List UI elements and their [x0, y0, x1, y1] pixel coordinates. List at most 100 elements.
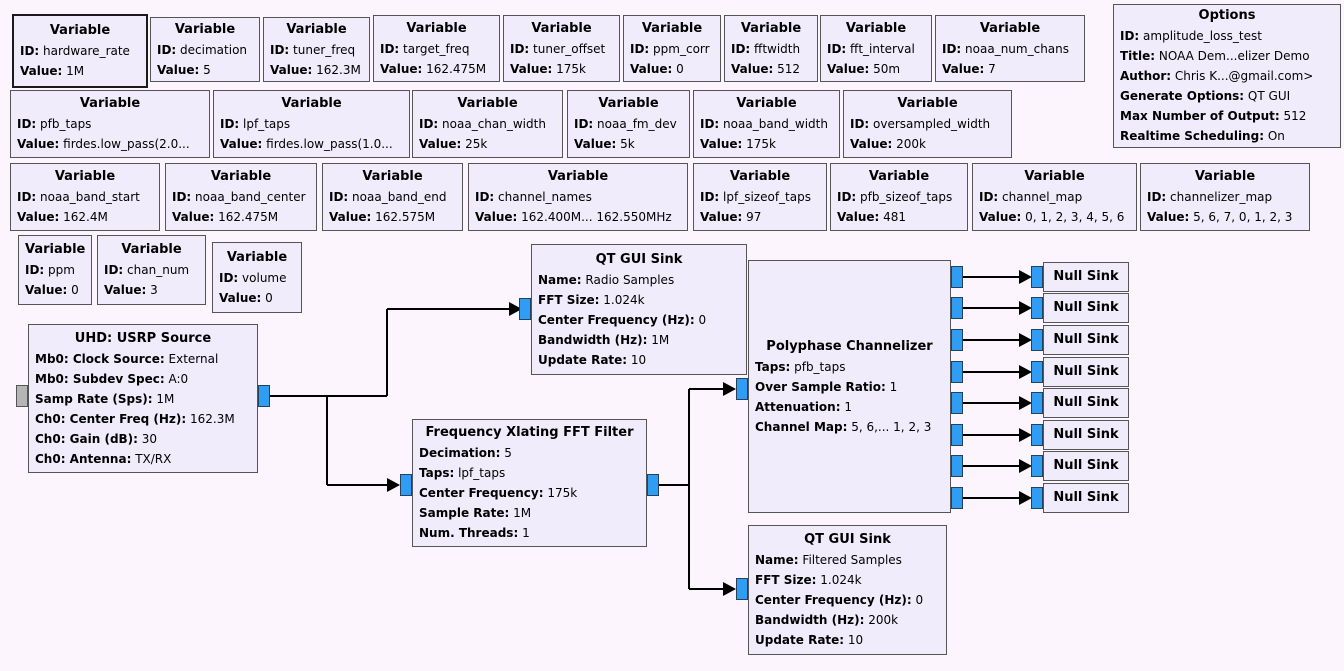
qt-gui-sink-filtered-samples-left-port[interactable] [736, 578, 748, 600]
param-key: Taps: [419, 466, 455, 480]
null-sink-2-left-port[interactable] [1031, 297, 1043, 319]
param-key: Decimation: [419, 446, 501, 460]
param-key: ID: [219, 270, 239, 285]
block-title: Variable [979, 20, 1041, 36]
frequency-xlating-fft-filter-right-port[interactable] [647, 474, 659, 496]
block-title: Variable [210, 169, 272, 184]
null-sink-8-left-port[interactable] [1031, 487, 1043, 509]
block-null-sink-3[interactable]: Null Sink [1043, 325, 1129, 355]
block-title: Null Sink [1053, 395, 1119, 410]
block-title: Variable [362, 169, 423, 184]
block-title: Variable [868, 169, 930, 184]
block-null-sink-4[interactable]: Null Sink [1043, 357, 1129, 387]
param-line: Ch0: Antenna: TX/RX [35, 449, 251, 469]
block-null-sink-2[interactable]: Null Sink [1043, 293, 1129, 323]
polyphase-channelizer-right-port[interactable] [951, 487, 963, 509]
block-null-sink-6[interactable]: Null Sink [1043, 420, 1129, 450]
param-key: ID: [20, 44, 40, 58]
null-sink-7-left-port[interactable] [1031, 455, 1043, 477]
qt-gui-sink-radio-samples-left-port[interactable] [519, 298, 531, 320]
param-line: Value: 0 [630, 59, 714, 79]
polyphase-channelizer-right-port[interactable] [951, 455, 963, 477]
polyphase-channelizer-right-port[interactable] [951, 361, 963, 383]
param-value: NOAA Dem...elizer Demo [1155, 49, 1310, 63]
block-null-sink-7[interactable]: Null Sink [1043, 451, 1129, 481]
param-key: Value: [380, 61, 423, 76]
frequency-xlating-fft-filter-left-port[interactable] [400, 474, 412, 496]
null-sink-3-left-port[interactable] [1031, 329, 1043, 351]
null-sink-5-left-port[interactable] [1031, 392, 1043, 414]
polyphase-channelizer-right-port[interactable] [951, 329, 963, 351]
polyphase-channelizer-right-port[interactable] [951, 424, 963, 446]
param-key: Bandwidth (Hz): [755, 613, 865, 627]
polyphase-channelizer-left-port[interactable] [736, 378, 748, 400]
connection-wire-segment [962, 434, 1019, 436]
block-title: Variable [286, 21, 347, 37]
param-key: Value: [837, 210, 880, 224]
polyphase-channelizer-right-port[interactable] [951, 392, 963, 414]
param-key: Value: [827, 61, 870, 76]
uhd-usrp-source-left-port[interactable] [16, 385, 28, 407]
param-key: Update Rate: [755, 633, 845, 647]
param-line: Decimation: 5 [419, 443, 640, 463]
param-key: Value: [329, 210, 372, 224]
null-sink-1-left-port[interactable] [1031, 266, 1043, 288]
polyphase-channelizer-right-port[interactable] [951, 297, 963, 319]
param-key: Name: [755, 553, 799, 567]
block-title: QT GUI Sink [804, 532, 891, 547]
uhd-usrp-source-right-port[interactable] [258, 385, 270, 407]
null-sink-4-left-port[interactable] [1031, 361, 1043, 383]
param-line: Value: 162.3M [270, 60, 363, 80]
block-title: Polyphase Channelizer [766, 338, 933, 354]
param-value: 512 [1279, 109, 1307, 123]
param-key: Num. Threads: [419, 526, 519, 540]
block-null-sink-8[interactable]: Null Sink [1043, 483, 1129, 513]
param-line: Channel Map: 5, 6,... 1, 2, 3 [755, 417, 944, 437]
param-line: Mb0: Subdev Spec: A:0 [35, 369, 251, 389]
param-value: External [164, 351, 219, 366]
block-null-sink-5[interactable]: Null Sink [1043, 388, 1129, 418]
param-key: ID: [510, 41, 530, 56]
param-line: ID: ppm_corr [630, 39, 714, 59]
param-value: 1M [647, 332, 670, 347]
block-null-sink-1[interactable]: Null Sink [1043, 262, 1129, 292]
null-sink-6-left-port[interactable] [1031, 424, 1043, 446]
param-line: ID: fftwidth [731, 39, 811, 59]
polyphase-channelizer-right-port[interactable] [951, 266, 963, 288]
connection-arrowhead-icon [1019, 396, 1032, 410]
param-line: Value: 0, 1, 2, 3, 4, 5, 6 [979, 207, 1130, 227]
param-value: channel_map [998, 190, 1083, 204]
